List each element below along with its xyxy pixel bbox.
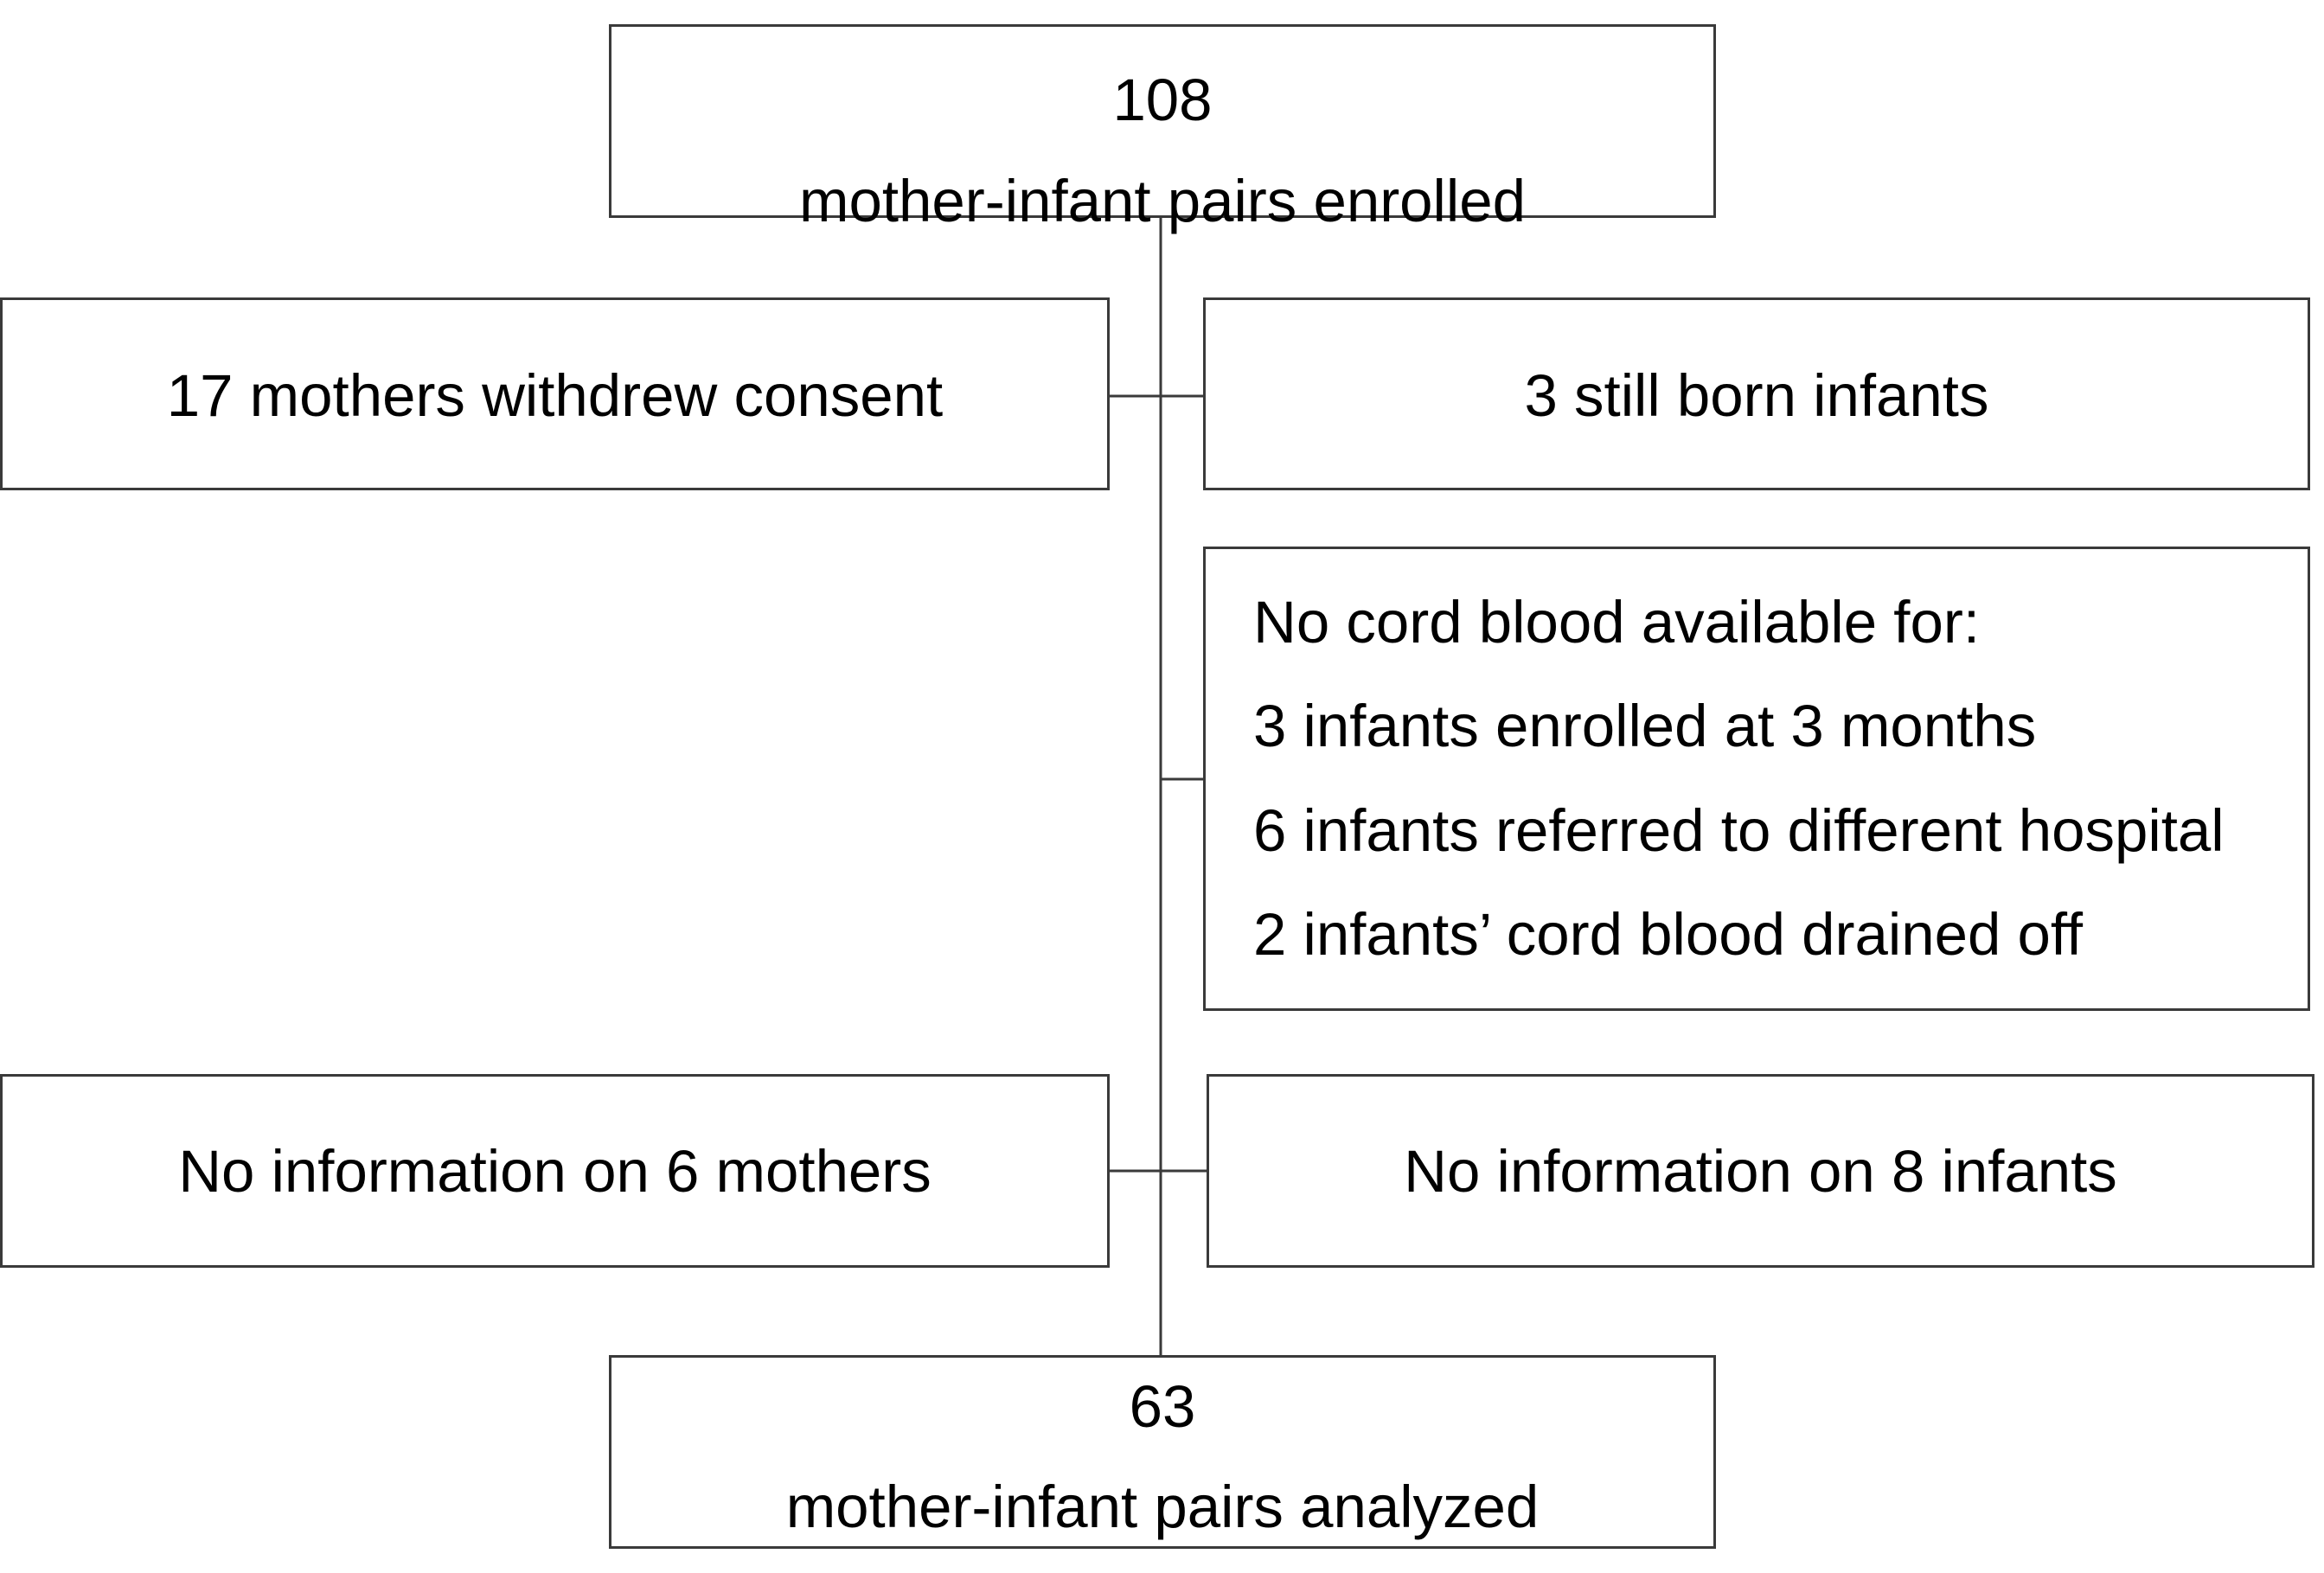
analyzed-count: 63 <box>1129 1373 1196 1440</box>
stillborn-text: 3 still born infants <box>1524 362 1989 429</box>
no-info-infants-text: No information on 8 infants <box>1404 1138 2117 1205</box>
no-cord-blood-heading: No cord blood available for: <box>1253 589 1980 655</box>
withdrew-consent-box: 17 mothers withdrew consent <box>0 297 1110 490</box>
no-cord-blood-line: 2 infants’ cord blood drained off <box>1253 901 2083 968</box>
no-cord-blood-line: 6 infants referred to different hospital <box>1253 797 2225 864</box>
enrolled-label: mother-infant pairs enrolled <box>799 168 1526 234</box>
withdrew-consent-text: 17 mothers withdrew consent <box>166 362 944 429</box>
enrolled-count: 108 <box>1112 67 1213 133</box>
analyzed-label: mother-infant pairs analyzed <box>785 1474 1540 1540</box>
no-cord-blood-box: No cord blood available for: 3 infants e… <box>1203 547 2310 1011</box>
analyzed-box: 63 mother-infant pairs analyzed <box>609 1355 1716 1549</box>
no-info-mothers-text: No information on 6 mothers <box>178 1138 932 1205</box>
no-cord-blood-line: 3 infants enrolled at 3 months <box>1253 693 2037 759</box>
no-info-mothers-box: No information on 6 mothers <box>0 1074 1110 1268</box>
enrolled-box: 108 mother-infant pairs enrolled <box>609 24 1716 231</box>
no-info-infants-box: No information on 8 infants <box>1207 1074 2314 1268</box>
stillborn-box: 3 still born infants <box>1203 297 2310 490</box>
